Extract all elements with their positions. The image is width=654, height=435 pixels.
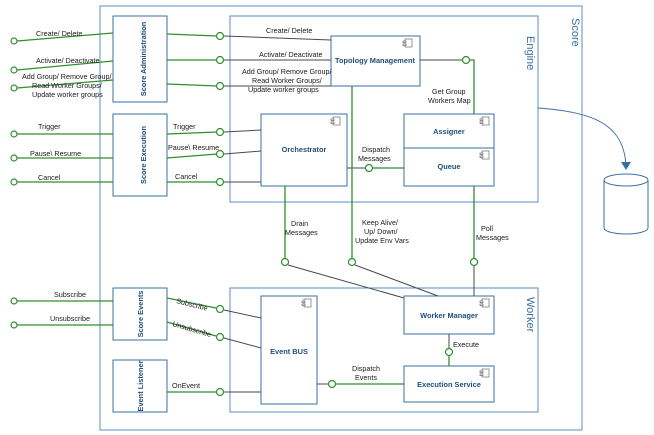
in-add-group-line1: Add Group/ Remove Group/ <box>242 67 332 76</box>
engine-container <box>229 15 539 203</box>
event-bus-label: Event BUS <box>270 347 308 356</box>
event-listener-box <box>112 359 168 413</box>
ext-activate-deactivate-label: Activate/ Deactivate <box>36 56 100 65</box>
ext-add-group-line2: Read Worker Groups/ <box>32 81 102 90</box>
worker-manager-box <box>403 295 495 335</box>
keep-alive-line1: Keep Alive/ <box>362 218 398 227</box>
score-execution-box <box>112 113 168 197</box>
in-unsubscribe-label: Unsubscribe <box>171 319 212 339</box>
event-listener-label: Event Listener <box>136 360 145 411</box>
score-events-box <box>112 287 168 341</box>
in-pause-resume-label: Pause\ Resume <box>168 143 219 152</box>
ext-subscribe-label: Subscribe <box>54 290 86 299</box>
dispatch-messages-line2: Messages <box>358 154 391 163</box>
score-events-label: Score Events <box>136 291 145 338</box>
ext-add-group-line1: Add Group/ Remove Group/ <box>22 72 112 81</box>
score-administration-label: Score Administration <box>139 21 148 96</box>
execution-service-label: Execution Service <box>417 380 481 389</box>
dispatch-messages-line1: Dispatch <box>362 145 390 154</box>
keep-alive-line3: Update Env Vars <box>355 236 409 245</box>
orchestrator-box <box>260 113 348 187</box>
assigner-label: Assigner <box>433 127 465 136</box>
poll-messages-line1: Poll <box>481 224 493 233</box>
execution-service-box <box>403 365 495 403</box>
score-label: Score <box>569 18 581 47</box>
engine-label: Engine <box>524 36 536 70</box>
ext-trigger-label: Trigger <box>38 122 61 131</box>
dispatch-events-line2: Events <box>355 373 377 382</box>
in-activate-deactivate-label: Activate/ Deactivate <box>259 50 323 59</box>
drain-messages-line2: Messages <box>285 228 318 237</box>
score-container <box>99 5 583 431</box>
assigner-queue-box <box>403 113 495 187</box>
in-subscribe-label: Subscribe <box>176 296 209 312</box>
in-add-group-line3: Update worker groups <box>248 85 319 94</box>
orchestrator-label: Orchestrator <box>282 145 327 154</box>
get-group-line2: Workers Map <box>428 96 471 105</box>
in-create-delete-label: Create/ Delete <box>266 26 312 35</box>
event-bus-box <box>260 295 318 405</box>
get-group-line1: Get Group <box>432 87 466 96</box>
keep-alive-line2: Up/ Down/ <box>364 227 398 236</box>
topology-management-label: Topology Management <box>335 56 415 65</box>
external-connectors <box>10 32 114 329</box>
ext-unsubscribe-label: Unsubscribe <box>50 314 90 323</box>
ext-pause-resume-label: Pause\ Resume <box>30 149 81 158</box>
ext-create-delete-label: Create/ Delete <box>36 29 82 38</box>
worker-manager-label: Worker Manager <box>420 311 478 320</box>
dispatch-events-line1: Dispatch <box>352 364 380 373</box>
score-execution-label: Score Execution <box>139 126 148 184</box>
in-onevent-label: OnEvent <box>172 381 200 390</box>
ext-cancel-label: Cancel <box>38 173 61 182</box>
in-trigger-label: Trigger <box>173 122 196 131</box>
poll-messages-line2: Messages <box>476 233 509 242</box>
queue-label: Queue <box>438 162 461 171</box>
execute-label: Execute <box>453 340 479 349</box>
database-icon <box>603 173 649 235</box>
worker-label: Worker <box>524 297 536 333</box>
score-administration-box <box>112 15 168 103</box>
storage-arrow <box>537 107 627 167</box>
storage-arrowhead <box>621 162 631 170</box>
component-icon <box>301 38 490 378</box>
worker-container <box>229 287 539 413</box>
inner-connectors <box>166 31 479 397</box>
in-cancel-label: Cancel <box>175 172 198 181</box>
drain-messages-line1: Drain <box>291 219 308 228</box>
in-add-group-line2: Read Worker Groups/ <box>252 76 322 85</box>
ext-add-group-line3: Update worker groups <box>32 90 103 99</box>
